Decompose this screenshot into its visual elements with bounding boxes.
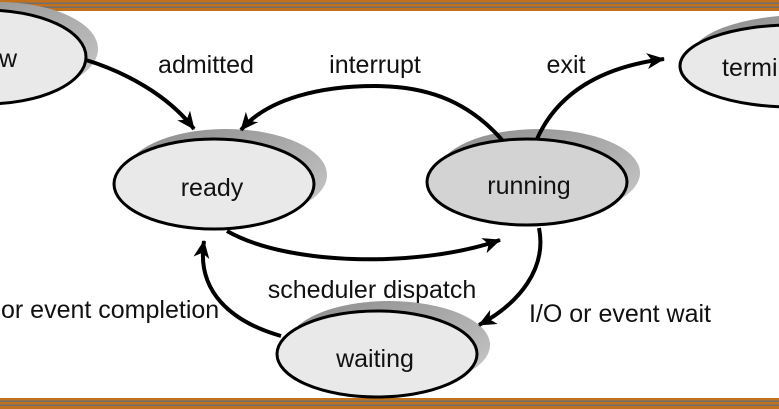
state-terminated-label: termi (722, 54, 778, 82)
bottom-border-bar (0, 398, 779, 409)
state-terminated-ellipse (678, 23, 779, 109)
transition-interrupt-arrow (239, 83, 505, 143)
transition-io-wait-label: I/O or event wait (529, 300, 711, 328)
state-waiting-ellipse (275, 309, 479, 399)
transition-io-completion-arrow (193, 240, 282, 338)
state-ready-ellipse (112, 137, 316, 231)
transition-io-completion-label: or event completion (1, 296, 219, 324)
transition-admitted-arrow (85, 58, 196, 131)
transition-scheduler-dispatch-label: scheduler dispatch (268, 276, 476, 304)
top-border-bar (0, 0, 779, 11)
state-ready-label: ready (181, 174, 244, 202)
transition-exit-label: exit (547, 51, 586, 79)
transition-interrupt-label: interrupt (329, 51, 421, 79)
transition-exit-arrow (535, 53, 665, 140)
transition-admitted-label: admitted (158, 51, 254, 79)
state-waiting-label: waiting (335, 345, 414, 373)
transition-scheduler-dispatch-arrow (226, 229, 501, 262)
transition-io-wait-arrow (478, 227, 543, 327)
state-running-label: running (487, 172, 570, 200)
state-running-ellipse (425, 137, 629, 227)
state-new-label: w (0, 45, 18, 73)
state-new-ellipse (0, 8, 88, 106)
